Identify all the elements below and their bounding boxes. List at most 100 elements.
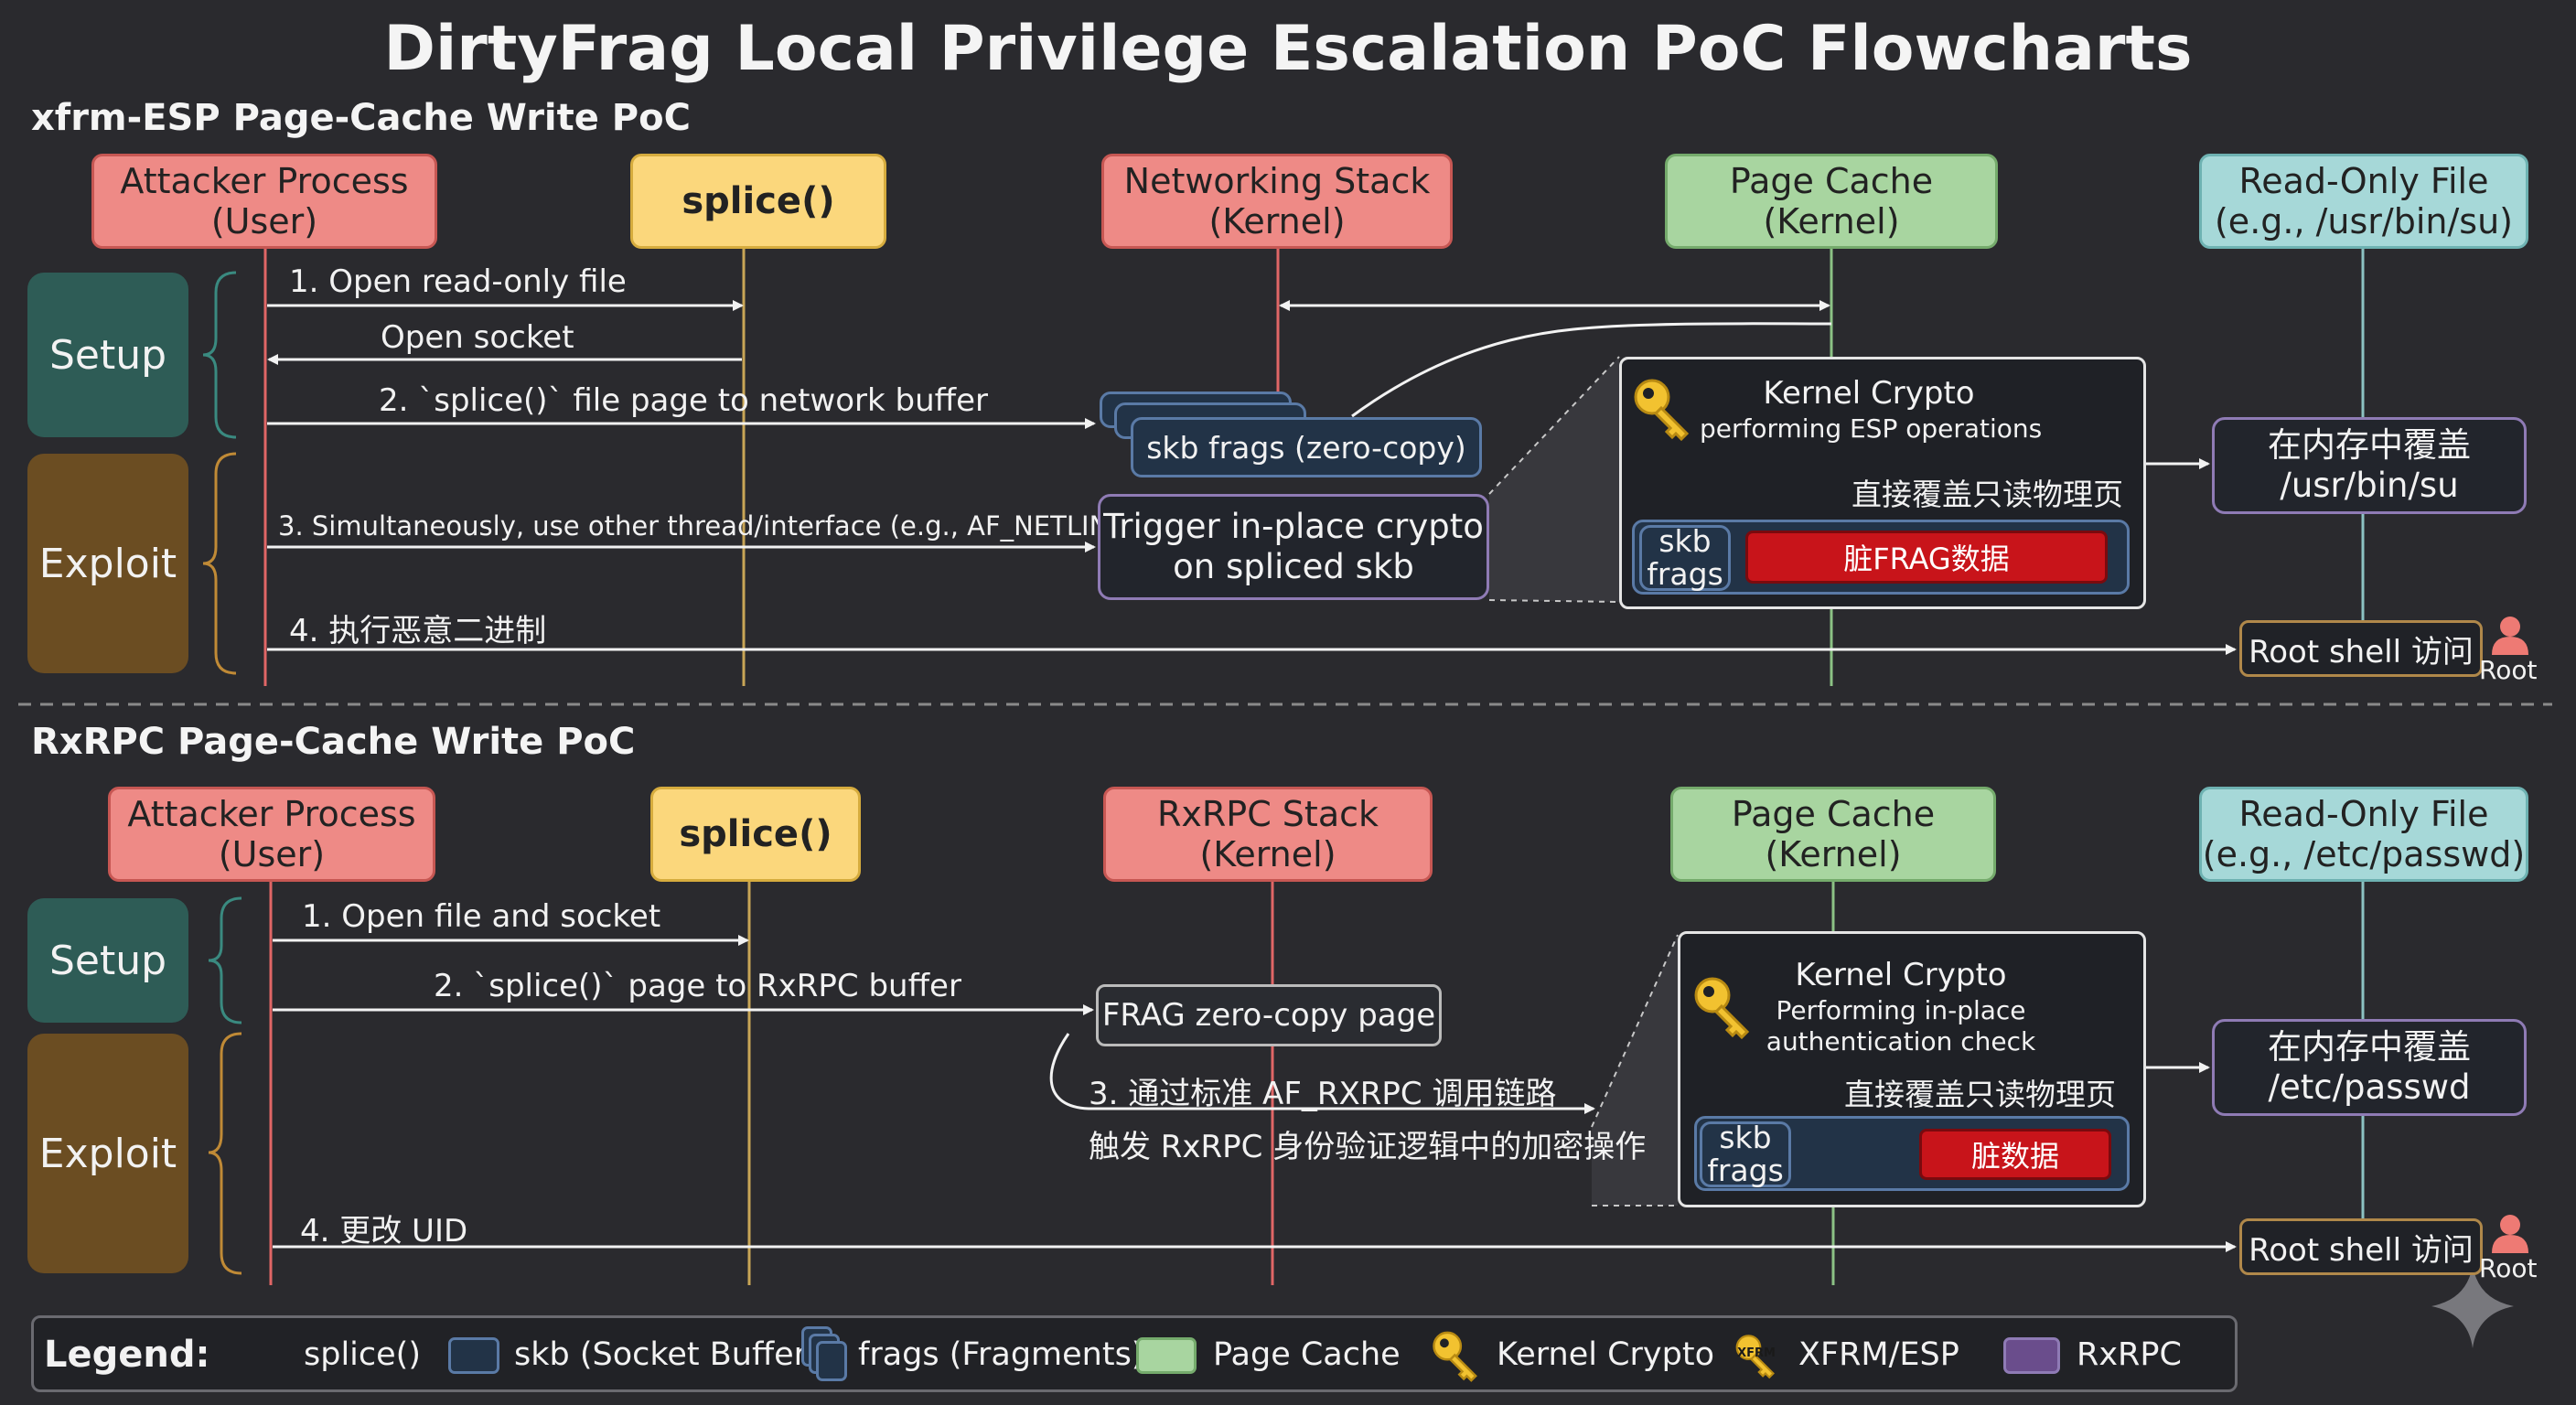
frags-icon — [801, 1326, 847, 1381]
legend-frags-label: frags (Fragments) — [858, 1336, 1144, 1373]
inmem-line2: /etc/passwd — [2268, 1067, 2471, 1107]
lane-label-line1: Attacker Process — [120, 161, 409, 201]
root-user-icon — [2492, 617, 2528, 655]
root-label-1: Root — [2479, 655, 2538, 685]
root-shell-1: Root shell 访问 — [2239, 620, 2483, 677]
section-title-xfrm: xfrm-ESP Page-Cache Write PoC — [31, 97, 691, 139]
xfrm-badge: XFRM — [1737, 1346, 1776, 1360]
legend-rxrpc-label: RxRPC — [2077, 1336, 2182, 1373]
legend-page-cache-label: Page Cache — [1213, 1336, 1401, 1373]
crypto-subtitle-1: performing ESP operations — [1700, 413, 2043, 444]
legend-xfrm-label: XFRM/ESP — [1798, 1336, 1959, 1373]
legend-key-icon — [1433, 1331, 1477, 1382]
crypto-skb-frags-1: skb frags — [1639, 525, 1731, 591]
section-title-rxrpc: RxRPC Page-Cache Write PoC — [31, 721, 636, 763]
skb-line2: frags — [1707, 1153, 1784, 1188]
zoom-wedge-1 — [1489, 357, 1619, 602]
legend-kernel-crypto-label: Kernel Crypto — [1497, 1336, 1714, 1373]
lane-label-line2: (User) — [210, 201, 318, 241]
zoom-wedge-2 — [1592, 935, 1678, 1206]
lane-page-cache-1: Page Cache (Kernel) — [1665, 154, 1998, 249]
lane-label-line1: Read-Only File — [2238, 794, 2489, 834]
skb-line1: skb — [1658, 523, 1712, 559]
step-label-change-uid: 4. 更改 UID — [300, 1213, 468, 1249]
lane-label-line2: (Kernel) — [1763, 201, 1900, 241]
step-label-open-file-socket: 1. Open file and socket — [302, 898, 661, 935]
lane-label-line2: (e.g., /etc/passwd) — [2202, 834, 2526, 874]
lane-networking-stack-1: Networking Stack (Kernel) — [1101, 154, 1453, 249]
step-label-rxrpc-auth: 触发 RxRPC 身份验证逻辑中的加密操作 — [1089, 1129, 1647, 1165]
skb-line1: skb — [1719, 1120, 1772, 1155]
brace-exploit-1 — [202, 452, 237, 675]
step-label-open-socket: Open socket — [381, 319, 574, 356]
lane-label-line1: Page Cache — [1729, 161, 1934, 201]
lane-rxrpc-stack-2: RxRPC Stack (Kernel) — [1103, 787, 1433, 882]
curve-s2-frag-to-crypto — [1049, 1033, 1595, 1114]
legend-title: Legend: — [44, 1334, 210, 1376]
phase-exploit-2: Exploit — [27, 1034, 188, 1273]
brace-setup-2 — [208, 896, 242, 1024]
legend-panel — [31, 1315, 2238, 1392]
lane-label-line1: Read-Only File — [2238, 161, 2489, 201]
brace-exploit-2 — [208, 1032, 242, 1275]
lane-label-line2: (e.g., /usr/bin/su) — [2214, 201, 2514, 241]
crypto-subtitle-2b: authentication check — [1766, 1026, 2036, 1056]
xfrm-key-icon: XFRM — [1733, 1332, 1780, 1381]
phase-setup-2: Setup — [27, 898, 188, 1023]
lane-label-line1: splice() — [679, 813, 832, 855]
lane-label-line1: Networking Stack — [1123, 161, 1431, 201]
legend-skb-swatch — [448, 1337, 499, 1374]
legend-splice-label: splice() — [304, 1336, 421, 1373]
lane-attacker-process-1: Attacker Process (User) — [91, 154, 437, 249]
lane-read-only-file-1: Read-Only File (e.g., /usr/bin/su) — [2199, 154, 2528, 249]
step-label-exec-binary: 4. 执行恶意二进制 — [289, 613, 547, 649]
key-icon — [1634, 379, 1690, 442]
key-icon — [1694, 977, 1750, 1040]
dirty-data-2: 脏数据 — [1919, 1129, 2111, 1180]
trigger-crypto-box: Trigger in-place crypto on spliced skb — [1098, 494, 1489, 600]
inmem-line1: 在内存中覆盖 — [2268, 425, 2471, 465]
legend-page-cache-swatch — [1136, 1337, 1197, 1374]
lane-attacker-process-2: Attacker Process (User) — [108, 787, 435, 882]
lane-page-cache-2: Page Cache (Kernel) — [1670, 787, 1996, 882]
dirty-frag-data-1: 脏FRAG数据 — [1745, 531, 2108, 584]
page-title: DirtyFrag Local Privilege Escalation PoC… — [383, 13, 2193, 85]
brace-setup-1 — [202, 271, 237, 439]
root-label-2: Root — [2479, 1253, 2538, 1283]
sparkle-icon — [2431, 1264, 2514, 1348]
lane-label-line1: Attacker Process — [127, 794, 416, 834]
step-label-splice: 2. `splice()` file page to network buffe… — [379, 382, 988, 419]
lane-label-line1: RxRPC Stack — [1156, 794, 1379, 834]
inmem-overwrite-2: 在内存中覆盖 /etc/passwd — [2212, 1019, 2527, 1116]
lane-label-line2: (Kernel) — [1199, 834, 1336, 874]
phase-setup-1: Setup — [27, 273, 188, 437]
lane-label-line1: splice() — [682, 180, 835, 222]
curve-s1-skb-to-pagecache — [1351, 322, 1832, 418]
lane-label-line2: (User) — [218, 834, 326, 874]
crypto-skb-frags-2: skb frags — [1700, 1121, 1791, 1187]
step-label-open-file: 1. Open read-only file — [289, 263, 627, 300]
frag-zero-copy-page: FRAG zero-copy page — [1096, 984, 1442, 1046]
skb-line2: frags — [1647, 556, 1723, 592]
step-label-rxrpc-call: 3. 通过标准 AF_RXRPC 调用链路 — [1089, 1076, 1557, 1112]
inmem-line2: /usr/bin/su — [2280, 466, 2459, 505]
step-label-simultaneous: 3. Simultaneously, use other thread/inte… — [278, 510, 1137, 542]
lane-splice-2: splice() — [650, 787, 861, 882]
phase-exploit-1: Exploit — [27, 454, 188, 673]
lane-read-only-file-2: Read-Only File (e.g., /etc/passwd) — [2199, 787, 2528, 882]
inmem-overwrite-1: 在内存中覆盖 /usr/bin/su — [2212, 417, 2527, 514]
legend-rxrpc-swatch — [2003, 1337, 2060, 1374]
root-user-icon — [2492, 1215, 2528, 1253]
crypto-subtitle-2a: Performing in-place — [1776, 995, 2026, 1025]
root-shell-2: Root shell 访问 — [2239, 1218, 2483, 1275]
crypto-overwrite-1: 直接覆盖只读物理页 — [1852, 477, 2123, 512]
lane-label-line2: (Kernel) — [1208, 201, 1346, 241]
crypto-title-1: Kernel Crypto — [1763, 375, 1975, 412]
legend-skb-label: skb (Socket Buffer) — [514, 1336, 820, 1373]
crypto-overwrite-2: 直接覆盖只读物理页 — [1844, 1077, 2116, 1112]
step-label-splice-rxrpc: 2. `splice()` page to RxRPC buffer — [434, 968, 961, 1004]
lane-label-line1: Page Cache — [1731, 794, 1936, 834]
inmem-line1: 在内存中覆盖 — [2268, 1027, 2471, 1067]
skb-frags-zero-copy: skb frags (zero-copy) — [1131, 417, 1482, 477]
